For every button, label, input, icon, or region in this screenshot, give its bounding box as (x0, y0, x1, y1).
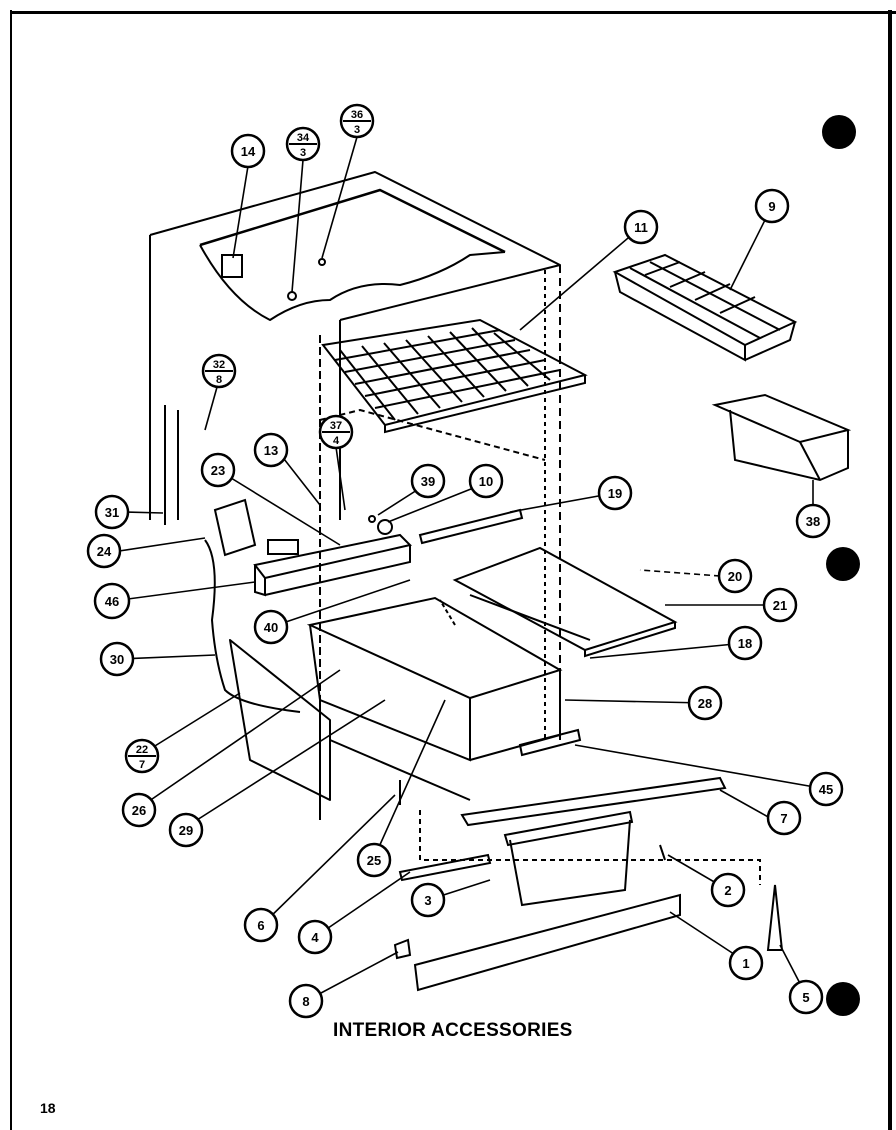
screw-34 (287, 291, 297, 301)
callout-32-bottom: 8 (216, 374, 222, 386)
leg-5 (766, 884, 784, 951)
bracket-45 (518, 728, 582, 757)
frame-right-border (888, 10, 892, 1130)
small-parts (164, 254, 784, 992)
drawer-3 (509, 819, 631, 907)
screw-36 (318, 258, 326, 266)
callout-26: 26 (132, 803, 146, 818)
freezer-shelf-part (321, 318, 588, 434)
callout-37-top: 37 (330, 420, 342, 432)
callout-39: 39 (421, 474, 435, 489)
callout-46: 46 (105, 594, 119, 609)
ice-bin-part (711, 393, 852, 482)
clip-8 (393, 938, 412, 960)
duct-31 (164, 405, 179, 525)
frame-left-border (10, 10, 12, 1130)
frame-top-border (12, 11, 896, 14)
callout-30: 30 (110, 652, 124, 667)
tube-30 (204, 539, 301, 713)
crisper-pan-part (306, 596, 563, 762)
callout-9: 9 (768, 199, 775, 214)
screw-39 (368, 515, 376, 523)
diagram-caption: INTERIOR ACCESSORIES (333, 1020, 573, 1041)
callout-34-top: 34 (297, 132, 310, 144)
light-14 (221, 254, 243, 278)
grille-1 (413, 893, 681, 992)
callout-37-bottom: 4 (333, 435, 340, 447)
callout-circles (86, 103, 844, 1019)
callout-4: 4 (311, 930, 319, 945)
callout-19: 19 (608, 486, 622, 501)
callout-2: 2 (724, 883, 731, 898)
callout-24: 24 (97, 544, 112, 559)
callout-22-bottom: 7 (139, 759, 145, 771)
control-housing-part (213, 498, 412, 597)
part-4 (398, 853, 492, 882)
callout-13: 13 (264, 443, 278, 458)
callout-11: 11 (634, 220, 648, 235)
callout-1: 1 (742, 956, 749, 971)
callout-36-bottom: 3 (354, 124, 360, 136)
callout-6: 6 (257, 918, 264, 933)
callout-36-top: 36 (351, 109, 363, 121)
bulb-10 (377, 519, 393, 535)
part-2 (659, 844, 666, 861)
binder-hole-bottom (826, 982, 860, 1016)
callout-28: 28 (698, 696, 712, 711)
callout-20: 20 (728, 569, 742, 584)
leader-lines (112, 136, 827, 1002)
callout-18: 18 (738, 636, 752, 651)
callout-10: 10 (479, 474, 493, 489)
callout-5: 5 (802, 990, 809, 1005)
callout-7: 7 (780, 811, 787, 826)
crisper-cover-part (452, 546, 678, 658)
callout-23: 23 (211, 463, 225, 478)
callout-32-top: 32 (213, 359, 225, 371)
callout-25: 25 (367, 853, 381, 868)
rail-7 (460, 776, 727, 827)
binder-hole-top (822, 115, 856, 149)
callout-21: 21 (773, 598, 787, 613)
callout-14: 14 (241, 144, 256, 159)
rail-19 (418, 508, 524, 545)
callout-40: 40 (264, 620, 278, 635)
callout-29: 29 (179, 823, 193, 838)
callout-31: 31 (105, 505, 119, 520)
page-number: 18 (40, 1100, 56, 1116)
callout-dividers (128, 120, 371, 757)
callout-34-bottom: 3 (300, 147, 306, 159)
callout-8: 8 (302, 994, 309, 1009)
callout-22-top: 22 (136, 744, 148, 756)
binder-hole-middle (826, 547, 860, 581)
callout-3: 3 (424, 893, 431, 908)
cabinet-outline (149, 171, 561, 820)
callout-45: 45 (819, 782, 833, 797)
ice-tray-part (612, 253, 798, 362)
callout-numbers: 14 34 3 36 3 11 9 32 8 37 4 13 23 31 24 … (97, 109, 833, 1009)
callout-38: 38 (806, 514, 820, 529)
